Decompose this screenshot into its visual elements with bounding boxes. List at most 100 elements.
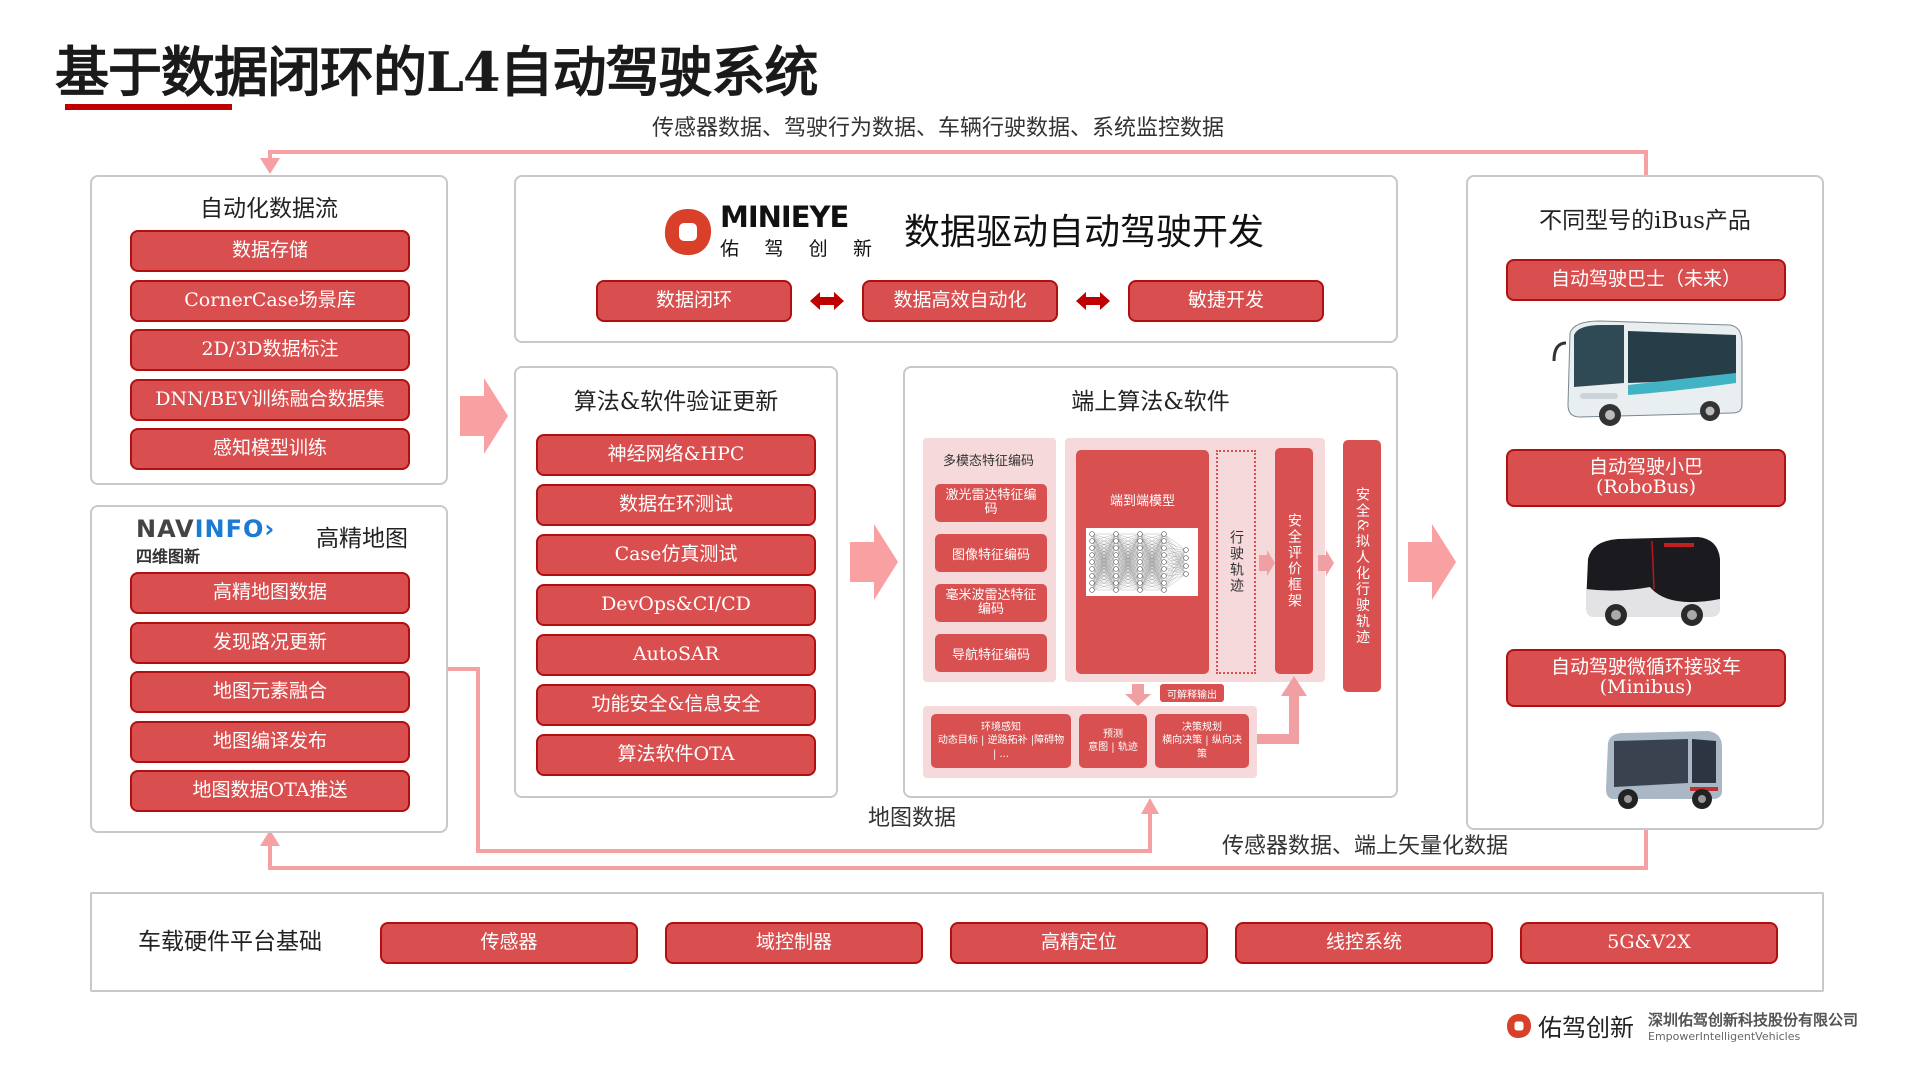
hardware-item[interactable]: 5G&V2X [1520, 922, 1778, 964]
module-prediction[interactable]: 预测 意图 | 轨迹 [1079, 714, 1147, 768]
data-flow-item[interactable]: DNN/BEV训练融合数据集 [130, 379, 410, 421]
nn-node [1089, 566, 1095, 572]
ibus-panel: 不同型号的iBus产品 自动驾驶巴士（未来） 自动驾驶小巴 (RoboBus) … [1466, 175, 1824, 830]
nn-edge [1139, 561, 1165, 591]
nn-edge [1163, 540, 1187, 559]
algo-panel: 算法&软件验证更新 神经网络&HPC 数据在环测试 Case仿真测试 DevOp… [514, 366, 838, 798]
nn-node [1137, 531, 1143, 537]
nn-edge [1163, 540, 1187, 567]
minieye-title: 数据驱动自动驾驶开发 [904, 212, 1265, 253]
encoder-item[interactable]: 图像特征编码 [935, 534, 1047, 572]
onboard-panel: 端上算法&软件 多模态特征编码 激光雷达特征编码 图像特征编码 毫米波雷达特征编… [903, 366, 1398, 798]
nn-edge [1091, 568, 1117, 591]
nn-edge [1163, 557, 1187, 591]
up-arrow-icon [1141, 798, 1159, 814]
minibus-image [1606, 731, 1722, 809]
nn-edge [1115, 533, 1141, 577]
algo-item[interactable]: DevOps&CI/CD [536, 584, 816, 626]
page-title: 基于数据闭环的L4自动驾驶系统 [55, 40, 819, 104]
algo-item[interactable]: 数据在环测试 [536, 484, 816, 526]
map-flow-line-b [476, 667, 480, 853]
encoder-item[interactable]: 毫米波雷达特征编码 [935, 584, 1047, 622]
algo-item[interactable]: 功能安全&信息安全 [536, 684, 816, 726]
nn-node [1137, 587, 1143, 593]
nn-edge [1091, 533, 1117, 577]
data-flow-item[interactable]: CornerCase场景库 [130, 280, 410, 322]
encoder-item[interactable]: 激光雷达特征编码 [935, 484, 1047, 522]
double-arrow-icon [810, 292, 844, 310]
footer-company: 深圳佑驾创新科技股份有限公司 [1648, 1010, 1859, 1029]
nn-node [1113, 545, 1119, 551]
encoder-item[interactable]: 导航特征编码 [935, 634, 1047, 672]
module-title: 决策规划 [1182, 721, 1222, 733]
nn-node [1089, 538, 1095, 544]
nn-edge [1163, 540, 1187, 551]
product-sub: (RoboBus) [1595, 476, 1697, 498]
algo-item[interactable]: 算法软件OTA [536, 734, 816, 776]
module-planning[interactable]: 决策规划 横向决策 | 纵向决策 [1155, 714, 1249, 768]
trajectory-box[interactable]: 行驶轨迹 [1216, 450, 1256, 674]
nn-edge [1091, 547, 1117, 591]
nn-node [1161, 552, 1167, 558]
safety-eval-box[interactable]: 安全评价框架 [1275, 448, 1313, 674]
up-arrow-icon [1281, 676, 1307, 696]
product-bus[interactable]: 自动驾驶巴士（未来） [1506, 259, 1786, 301]
nn-edge [1163, 557, 1187, 577]
output-trajectory-box[interactable]: 安全&拟人化行驶轨迹 [1343, 440, 1381, 692]
nn-node [1161, 538, 1167, 544]
hd-map-item[interactable]: 地图数据OTA推送 [130, 770, 410, 812]
nn-node [1113, 587, 1119, 593]
hd-map-item[interactable]: 地图元素融合 [130, 671, 410, 713]
nn-edge [1091, 561, 1117, 591]
hardware-item[interactable]: 高精定位 [950, 922, 1208, 964]
nn-node [1137, 545, 1143, 551]
nn-edge [1115, 561, 1141, 591]
algo-item[interactable]: 神经网络&HPC [536, 434, 816, 476]
nn-edge [1091, 533, 1117, 556]
hd-map-item[interactable]: 发现路况更新 [130, 622, 410, 664]
nn-edge [1139, 533, 1165, 549]
nn-node [1089, 580, 1095, 586]
product-minibus[interactable]: 自动驾驶微循环接驳车 (Minibus) [1506, 649, 1786, 707]
nn-edge [1139, 540, 1165, 591]
data-flow-title: 自动化数据流 [200, 196, 338, 222]
nn-edge [1139, 575, 1165, 591]
nn-edge [1115, 533, 1141, 570]
brand-logo-icon [1507, 1013, 1531, 1038]
nn-edge [1163, 554, 1187, 559]
product-name: 自动驾驶小巴 [1588, 456, 1703, 479]
data-flow-item[interactable]: 数据存储 [130, 230, 410, 272]
hardware-item[interactable]: 传感器 [380, 922, 638, 964]
hd-map-item[interactable]: 高精地图数据 [130, 572, 410, 614]
algo-item[interactable]: AutoSAR [536, 634, 816, 676]
nn-edge [1115, 568, 1141, 591]
module-perception[interactable]: 环境感知 动态目标 | 逆路拓补 |障碍物 | ... [931, 714, 1071, 768]
top-flow-line [268, 150, 1648, 154]
nn-node [1137, 580, 1143, 586]
hardware-item[interactable]: 线控系统 [1235, 922, 1493, 964]
bottom-flow-line [268, 866, 1648, 870]
robobus-image [1586, 537, 1720, 626]
algo-item[interactable]: Case仿真测试 [536, 534, 816, 576]
nn-node [1183, 571, 1189, 577]
data-flow-item[interactable]: 感知模型训练 [130, 428, 410, 470]
minieye-item[interactable]: 敏捷开发 [1128, 280, 1324, 322]
nn-edge [1139, 533, 1165, 563]
hardware-item[interactable]: 域控制器 [665, 922, 923, 964]
nn-edge [1139, 533, 1165, 556]
footer-logo: 佑驾创新 深圳佑驾创新科技股份有限公司 EmpowerIntelligentVe… [1506, 1008, 1858, 1043]
data-flow-item[interactable]: 2D/3D数据标注 [130, 329, 410, 371]
minieye-item[interactable]: 数据闭环 [596, 280, 792, 322]
nn-edge [1163, 547, 1187, 551]
nn-node [1161, 566, 1167, 572]
nn-node [1137, 538, 1143, 544]
explainable-output-tag: 可解释输出 [1160, 684, 1224, 702]
map-flow-line-a [448, 667, 478, 671]
product-robobus[interactable]: 自动驾驶小巴 (RoboBus) [1506, 449, 1786, 507]
nn-edge [1163, 554, 1187, 575]
minieye-logo-cn: 驾 [764, 238, 784, 260]
minieye-item[interactable]: 数据高效自动化 [862, 280, 1058, 322]
map-flow-line-d [1148, 808, 1152, 853]
hd-map-item[interactable]: 地图编译发布 [130, 721, 410, 763]
nn-edge [1139, 533, 1165, 542]
